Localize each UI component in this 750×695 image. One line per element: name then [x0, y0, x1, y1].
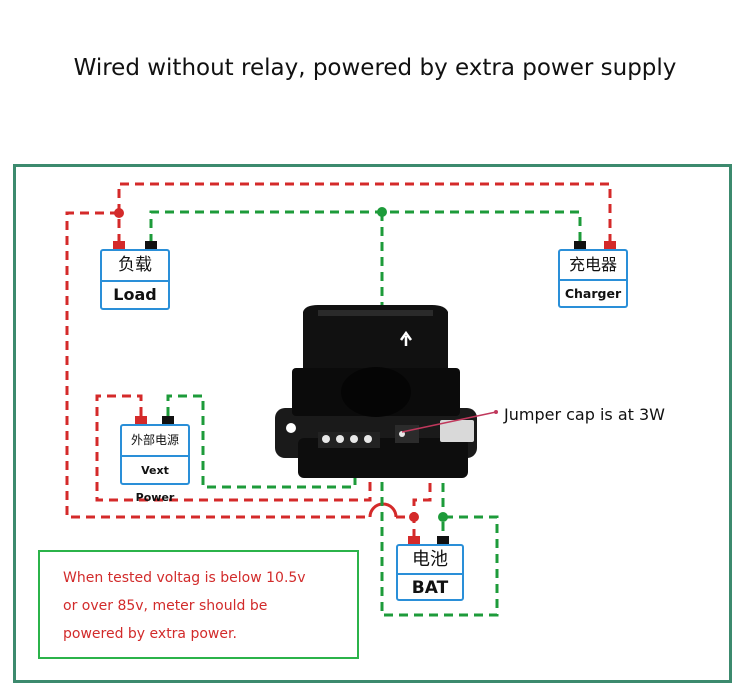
battery-divider	[398, 573, 462, 575]
battery-red-junction-dot	[409, 512, 419, 522]
battery-label-en: BAT	[411, 578, 449, 598]
load-positive-terminal	[113, 241, 125, 250]
vext-divider	[122, 455, 188, 457]
trunk-negative-wire	[380, 212, 499, 617]
mount-hole-left	[286, 423, 296, 433]
energy-meter-device	[275, 305, 498, 478]
charger-positive-terminal	[604, 241, 616, 250]
battery-label-cn: 电池	[412, 549, 448, 570]
vext-positive-wire	[95, 394, 372, 502]
load-charger-negative-wire	[149, 210, 582, 243]
load-label-cn: 负载	[118, 255, 152, 275]
vext-label-en: Vext Power	[135, 464, 175, 504]
current-sensor-hole	[341, 367, 411, 417]
meter-top-highlight	[318, 310, 433, 316]
vext-power-box: 外部电源 Vext Power	[120, 424, 190, 504]
charger-positive-wire	[117, 182, 612, 243]
note-line-1: When tested voltag is below 10.5v	[63, 570, 306, 586]
jumper-header	[395, 425, 419, 443]
diagram-title: Wired without relay, powered by extra po…	[73, 55, 677, 81]
green-junction-dot	[377, 207, 387, 217]
screw-terminals	[318, 432, 380, 448]
load-box: 负载 Load	[100, 249, 170, 310]
jumper-cap-label: Jumper cap is at 3W	[504, 405, 665, 424]
battery-negative-terminal	[437, 536, 449, 545]
side-connector	[440, 420, 474, 442]
vext-positive-terminal	[135, 416, 147, 425]
jumper-pointer-dot	[494, 410, 498, 414]
jumper-pin	[399, 431, 405, 437]
vext-label-cn: 外部电源	[130, 433, 179, 447]
charger-divider	[560, 279, 626, 281]
note-line-2: or over 85v, meter should be	[63, 598, 268, 614]
negative-wires	[149, 210, 582, 617]
load-label-en: Load	[113, 285, 157, 304]
vext-negative-wire	[166, 394, 357, 489]
charger-negative-terminal	[574, 241, 586, 250]
power-note-box: When tested voltag is below 10.5v or ove…	[38, 550, 359, 659]
battery-positive-terminal	[408, 536, 420, 545]
current-direction-arrow-icon	[399, 330, 413, 346]
note-line-3: powered by extra power.	[63, 626, 237, 642]
load-divider	[102, 280, 168, 282]
vext-negative-terminal	[162, 416, 174, 425]
diagram-frame	[13, 164, 732, 683]
battery-box: 电池 BAT	[396, 544, 464, 601]
charger-box: 充电器 Charger	[558, 249, 628, 308]
charger-label-en: Charger	[564, 286, 622, 301]
battery-green-junction-dot	[438, 512, 448, 522]
load-positive-wire	[65, 211, 370, 519]
red-junction-dot	[114, 208, 124, 218]
charger-label-cn: 充电器	[568, 255, 617, 274]
load-negative-terminal	[145, 241, 157, 250]
jumper-pointer-line	[401, 411, 497, 433]
terminal-blocks	[113, 241, 616, 545]
